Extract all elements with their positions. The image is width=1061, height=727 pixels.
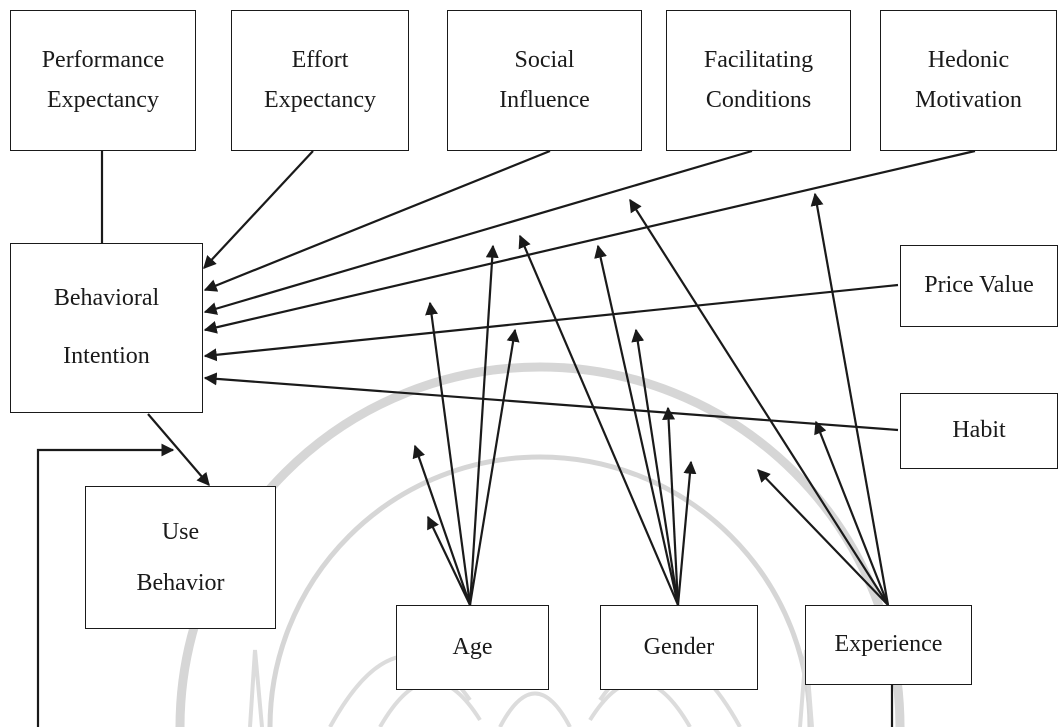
arrow-pv-bi bbox=[203, 283, 899, 362]
arrow-si-bi bbox=[203, 149, 551, 292]
node-label-line: Use bbox=[161, 519, 200, 546]
node-label-line: Expectancy bbox=[47, 86, 159, 113]
node-label-line: Performance bbox=[41, 46, 165, 73]
node-label-line: Intention bbox=[63, 343, 150, 369]
node-effort-expectancy: Effort Expectancy bbox=[231, 10, 409, 151]
arrow-gender-3 bbox=[631, 328, 680, 606]
arrow-bi-ub bbox=[147, 413, 210, 486]
node-use-behavior: Use Behavior bbox=[85, 486, 276, 629]
arrow-experience-loop bbox=[36, 443, 175, 727]
arrow-ee-bi bbox=[203, 150, 314, 269]
arrow-gender-2 bbox=[594, 244, 680, 606]
node-label-line: Facilitating bbox=[703, 46, 814, 73]
node-behavioral-intention: Behavioral Intention bbox=[10, 243, 203, 413]
arrow-experience-3 bbox=[814, 420, 890, 606]
arrow-gender-1 bbox=[518, 234, 680, 606]
node-label: Gender bbox=[643, 633, 715, 660]
arrow-gender-5 bbox=[676, 460, 697, 606]
arrow-habit-bi bbox=[203, 372, 899, 432]
arrow-experience-4 bbox=[757, 469, 889, 606]
node-label-line: Hedonic bbox=[927, 46, 1010, 73]
arrow-age-2 bbox=[468, 244, 499, 606]
node-label-line: Behavior bbox=[136, 569, 225, 596]
arrow-age-5 bbox=[427, 515, 471, 606]
node-label-line: Conditions bbox=[705, 86, 812, 113]
node-label-line: Behavioral bbox=[53, 285, 160, 312]
node-label-line: Expectancy bbox=[264, 86, 376, 113]
node-label-line: Social bbox=[514, 46, 575, 73]
arrow-gender-4 bbox=[662, 406, 680, 606]
arrow-experience-2 bbox=[810, 192, 890, 606]
arrow-experience-1 bbox=[629, 198, 889, 606]
node-label-line: Motivation bbox=[915, 86, 1022, 113]
node-experience: Experience bbox=[805, 605, 972, 685]
node-habit: Habit bbox=[900, 393, 1058, 469]
node-price-value: Price Value bbox=[900, 245, 1058, 327]
arrow-age-4 bbox=[412, 444, 472, 606]
node-label: Habit bbox=[952, 417, 1006, 444]
node-label-line: Influence bbox=[499, 86, 590, 113]
arrow-hm-bi bbox=[203, 149, 976, 334]
node-label: Experience bbox=[834, 631, 943, 658]
node-social-influence: Social Influence bbox=[447, 10, 642, 151]
node-facilitating-conditions: Facilitating Conditions bbox=[666, 10, 851, 151]
node-performance-expectancy: Performance Expectancy bbox=[10, 10, 196, 151]
node-label-line: Effort bbox=[291, 46, 349, 73]
arrow-fc-bi bbox=[203, 149, 753, 315]
arrow-age-1 bbox=[425, 301, 472, 606]
node-label: Age bbox=[452, 633, 493, 660]
arrow-age-3 bbox=[468, 328, 520, 606]
node-hedonic-motivation: Hedonic Motivation bbox=[880, 10, 1057, 151]
node-label: Price Value bbox=[924, 272, 1034, 299]
node-age: Age bbox=[396, 605, 549, 690]
node-gender: Gender bbox=[600, 605, 758, 690]
